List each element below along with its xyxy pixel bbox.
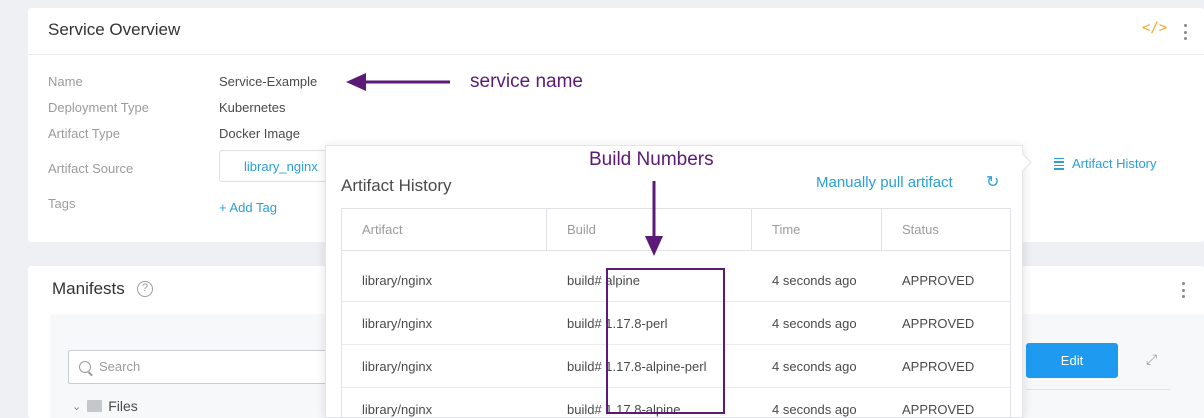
artifact-cell: library/nginx [362, 315, 433, 331]
artifact-cell: library/nginx [362, 358, 433, 374]
chevron-down-icon: ⌄ [72, 400, 82, 413]
artifact-history-popover: Artifact History Manually pull artifact … [325, 145, 1023, 418]
refresh-icon[interactable]: ↻ [986, 174, 1000, 191]
artifact-type-value: Docker Image [219, 126, 300, 141]
service-overview-title: Service Overview [48, 20, 181, 39]
manifests-more-options-icon[interactable] [1182, 282, 1186, 298]
deployment-type-value: Kubernetes [219, 100, 286, 115]
artifact-source-label: Artifact Source [48, 161, 134, 176]
time-cell: 4 seconds ago [772, 358, 857, 374]
table-row[interactable]: library/nginx build# 1.17.8-perl 4 secon… [342, 302, 1010, 345]
service-name-arrow-head [346, 73, 366, 91]
service-name-value: Service-Example [219, 74, 318, 89]
list-icon [1054, 157, 1064, 170]
artifact-type-label: Artifact Type [48, 126, 121, 141]
build-numbers-arrow-head [645, 236, 663, 256]
divider [28, 54, 1204, 55]
table-header: Artifact Build Time Status [342, 209, 1010, 251]
time-cell: 4 seconds ago [772, 315, 857, 331]
table-row[interactable]: library/nginx build# alpine 4 seconds ag… [342, 259, 1010, 302]
artifact-history-label: Artifact History [1072, 156, 1157, 171]
expand-icon[interactable]: ⤢ [1146, 351, 1158, 367]
annotation-service-name: service name [470, 71, 583, 92]
column-header-build: Build [547, 209, 752, 250]
tags-label: Tags [48, 196, 76, 211]
time-cell: 4 seconds ago [772, 272, 857, 288]
files-tree-item[interactable]: ⌄ Files [72, 398, 138, 414]
files-label: Files [108, 398, 138, 414]
divider [1026, 389, 1170, 390]
column-header-artifact: Artifact [342, 209, 547, 250]
column-header-status: Status [902, 222, 939, 237]
search-placeholder: Search [99, 359, 141, 374]
build-cell: build# 1.17.8-alpine-perl [567, 358, 707, 374]
time-cell: 4 seconds ago [772, 401, 857, 417]
manifests-title: Manifests [52, 279, 125, 298]
status-cell: APPROVED [902, 315, 975, 331]
folder-icon [87, 400, 103, 412]
search-icon [79, 361, 91, 373]
build-cell: build# alpine [567, 272, 641, 288]
edit-button[interactable]: Edit [1026, 343, 1118, 378]
deployment-type-label: Deployment Type [48, 100, 149, 115]
status-cell: APPROVED [902, 358, 975, 374]
build-numbers-highlight [606, 268, 725, 414]
code-icon[interactable]: </> [1142, 20, 1168, 36]
manually-pull-artifact-link[interactable]: Manually pull artifact [816, 174, 953, 191]
table-row[interactable]: library/nginx build# 1.17.8-alpine-perl … [342, 345, 1010, 388]
more-options-icon[interactable] [1184, 24, 1188, 40]
status-cell: APPROVED [902, 401, 975, 417]
artifact-history-link[interactable]: Artifact History [1054, 156, 1157, 171]
build-cell: build# 1.17.8-perl [567, 315, 668, 331]
popover-title: Artifact History [341, 176, 452, 195]
artifact-cell: library/nginx [362, 272, 433, 288]
artifact-history-table: Artifact Build Time Status library/nginx… [341, 208, 1011, 418]
add-tag-link[interactable]: + Add Tag [219, 200, 277, 215]
status-cell: APPROVED [902, 272, 975, 288]
help-icon[interactable]: ? [137, 281, 153, 297]
name-label: Name [48, 74, 83, 89]
column-header-time: Time [752, 209, 882, 250]
artifact-cell: library/nginx [362, 401, 433, 417]
search-input[interactable]: Search [68, 350, 330, 384]
annotation-build-numbers: Build Numbers [589, 149, 714, 170]
